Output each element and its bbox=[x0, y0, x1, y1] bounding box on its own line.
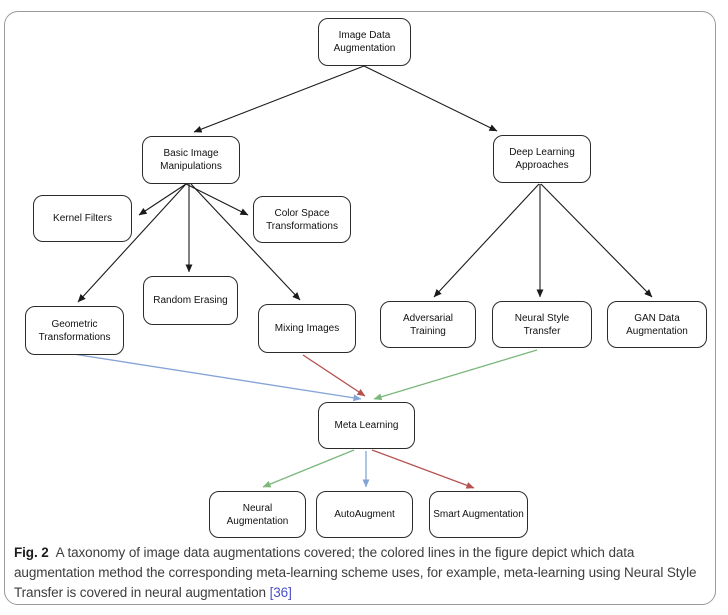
edge-meta-learning-to-smart-augmentation bbox=[371, 449, 475, 489]
edge-dla-to-gan-data-augmentation bbox=[540, 183, 653, 298]
node-neural-augmentation: Neural Augmentation bbox=[209, 491, 306, 538]
edge-dla-to-adversarial-training bbox=[433, 183, 540, 298]
figure-caption-label: Fig. 2 bbox=[14, 545, 49, 560]
node-gan-data-augmentation: GAN Data Augmentation bbox=[607, 301, 707, 348]
edge-root-to-deep-learning-approaches bbox=[363, 65, 498, 132]
edge-geometric-transformations-to-meta-learning bbox=[72, 353, 362, 402]
node-basic-image-manipulations: Basic Image Manipulations bbox=[142, 136, 240, 184]
edge-bim-to-mixing-images bbox=[190, 183, 301, 301]
edge-root-to-basic-image-manipulations bbox=[193, 65, 365, 133]
figure-caption-text: A taxonomy of image data augmentations c… bbox=[14, 545, 697, 600]
node-smart-augmentation: Smart Augmentation bbox=[429, 491, 528, 538]
node-adversarial-training: Adversarial Training bbox=[380, 301, 476, 348]
edge-bim-to-kernel-filters bbox=[138, 183, 187, 216]
node-random-erasing: Random Erasing bbox=[143, 276, 238, 325]
node-autoaugment: AutoAugment bbox=[316, 491, 413, 538]
node-deep-learning-approaches: Deep Learning Approaches bbox=[493, 135, 591, 183]
edge-neural-style-transfer-to-meta-learning bbox=[373, 349, 538, 401]
node-kernel-filters: Kernel Filters bbox=[33, 195, 132, 242]
node-mixing-images: Mixing Images bbox=[258, 304, 356, 353]
node-neural-style-transfer: Neural Style Transfer bbox=[492, 301, 592, 348]
edge-bim-to-geometric-transformations bbox=[77, 183, 187, 303]
node-image-data-augmentation: Image Data Augmentation bbox=[318, 18, 411, 66]
edge-mixing-images-to-meta-learning bbox=[302, 354, 366, 397]
citation-link[interactable]: [36] bbox=[269, 585, 292, 600]
node-color-space-transformations: Color Space Transformations bbox=[253, 196, 351, 243]
node-meta-learning: Meta Learning bbox=[318, 402, 415, 449]
node-geometric-transformations: Geometric Transformations bbox=[25, 306, 124, 355]
edge-meta-learning-to-neural-augmentation bbox=[262, 449, 355, 488]
